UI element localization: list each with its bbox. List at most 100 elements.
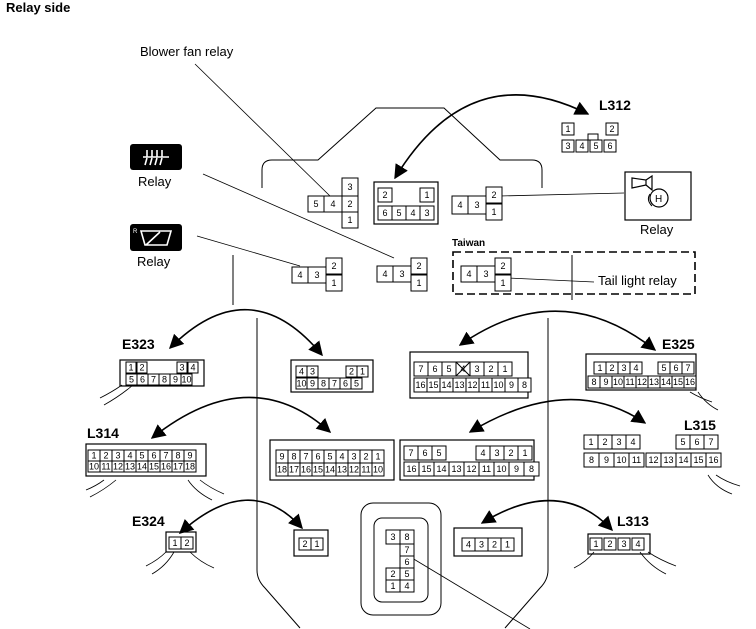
center-pin: 1: [390, 581, 395, 591]
l314-pin: 11: [101, 462, 110, 472]
connector-label-l312: L312: [599, 97, 631, 113]
cl314-pin: 1: [375, 452, 380, 462]
e323-cell: [136, 361, 148, 374]
l315-mate-frame: [399, 439, 535, 481]
defog-cell: [325, 274, 343, 292]
l314-pin: 9: [187, 451, 192, 461]
e324-cell: [180, 536, 194, 550]
ce323-pin: 4: [299, 367, 304, 377]
l313-mate-frame: [453, 527, 523, 557]
center-pin: 2: [390, 569, 395, 579]
wiper-cell: [410, 257, 428, 275]
l314-shell: [85, 443, 207, 477]
l315-pin: 8: [589, 455, 594, 465]
blower-fan-relay-label: Blower fan relay: [140, 44, 234, 59]
ce325-pin: 11: [481, 380, 490, 390]
l314-pin: 7: [163, 451, 168, 461]
l314-pin: 13: [125, 462, 135, 472]
e324-pin: 2: [184, 538, 189, 548]
arrows: [150, 94, 657, 534]
svg-text:H: H: [655, 194, 662, 205]
cl315-cell: [523, 461, 540, 477]
e325-pin: 12: [637, 377, 647, 387]
l314-pin: 18: [185, 462, 195, 472]
cl315-pin: 12: [466, 464, 476, 474]
ce323-pin: 5: [354, 379, 359, 389]
cl314-pin: 13: [337, 465, 347, 475]
leader-lines: [194, 63, 625, 629]
wiper-pin: 3: [399, 269, 404, 279]
l314-pin: 5: [139, 451, 144, 461]
tail-pin: 2: [500, 261, 505, 271]
cl315-pin: 3: [494, 448, 499, 458]
l315-pin: 4: [630, 437, 635, 447]
ce325-pin: 7: [418, 364, 423, 374]
e325-pin: 10: [613, 377, 623, 387]
blower-pin: 2: [347, 199, 352, 209]
ce323-pin: 9: [310, 379, 315, 389]
l313-cell: [617, 537, 631, 551]
cl314-pin: 4: [339, 452, 344, 462]
l314-pin: 6: [151, 451, 156, 461]
cl315-pin: 2: [508, 448, 513, 458]
blower-pin: 5: [313, 199, 318, 209]
l314-cell: [183, 460, 197, 473]
e325-pin: 4: [633, 363, 638, 373]
defog-pin: 1: [331, 278, 336, 288]
ce323-pin: 1: [360, 367, 365, 377]
l314-pin: 8: [175, 451, 180, 461]
l315-cell: [705, 452, 722, 468]
l314-pin: 1: [91, 451, 96, 461]
e325-shell: [585, 353, 697, 391]
e325-pin: 9: [603, 377, 608, 387]
l314-pin: 16: [161, 462, 171, 472]
center-pin: 5: [404, 569, 409, 579]
center-pin: 4: [404, 581, 409, 591]
l312-cell: [575, 139, 589, 153]
cl314-pin: 2: [363, 452, 368, 462]
l312-pin: 2: [609, 124, 614, 134]
l314-pin: 17: [173, 462, 183, 472]
wiper-pin: 4: [382, 269, 387, 279]
e325-mate-frame: [409, 351, 529, 399]
ce325-pin: 8: [522, 380, 527, 390]
connector-label-e324: E324: [132, 513, 165, 529]
cl315-pin: 13: [451, 464, 461, 474]
tail-cell: [494, 274, 512, 292]
topmid-pin: 2: [382, 190, 387, 200]
tail-pin: 4: [466, 269, 471, 279]
cl314-pin: 7: [303, 452, 308, 462]
topmid-pin: 5: [396, 208, 401, 218]
l315-pin: 7: [708, 437, 713, 447]
connector-label-e323: E323: [122, 336, 155, 352]
center-pin: 6: [404, 557, 409, 567]
ce325-cell: [517, 377, 532, 393]
cl313-pin: 1: [505, 540, 510, 550]
horn-icon: H: [624, 171, 692, 221]
cl313-pin: 2: [492, 540, 497, 550]
center-pin: 8: [404, 532, 409, 542]
e325-pin: 11: [625, 377, 634, 387]
e325-pin: 1: [597, 363, 602, 373]
l314-pin: 3: [115, 451, 120, 461]
l312-pin: 6: [607, 141, 612, 151]
l315-pin: 14: [678, 455, 688, 465]
horn-pin: 3: [474, 200, 479, 210]
ce323-pin: 7: [332, 379, 337, 389]
cl314-pin: 8: [291, 452, 296, 462]
l313-cell: [631, 537, 645, 551]
defog-pin: 2: [331, 261, 336, 271]
l312-pin: 4: [579, 141, 584, 151]
cl315-pin: 15: [421, 464, 431, 474]
l314-pin: 4: [127, 451, 132, 461]
e323-pin: 7: [151, 375, 156, 385]
topmid-pin: 6: [382, 208, 387, 218]
wiper-relay-label: Relay: [137, 254, 171, 269]
ce325-pin: 16: [415, 380, 425, 390]
l314-mate-frame: [269, 439, 395, 481]
e325-pin: 8: [591, 377, 596, 387]
l315-pin: 1: [588, 437, 593, 447]
ce323-pin: 10: [296, 379, 306, 389]
cl314-pin: 6: [315, 452, 320, 462]
cl315-pin: 10: [496, 464, 506, 474]
